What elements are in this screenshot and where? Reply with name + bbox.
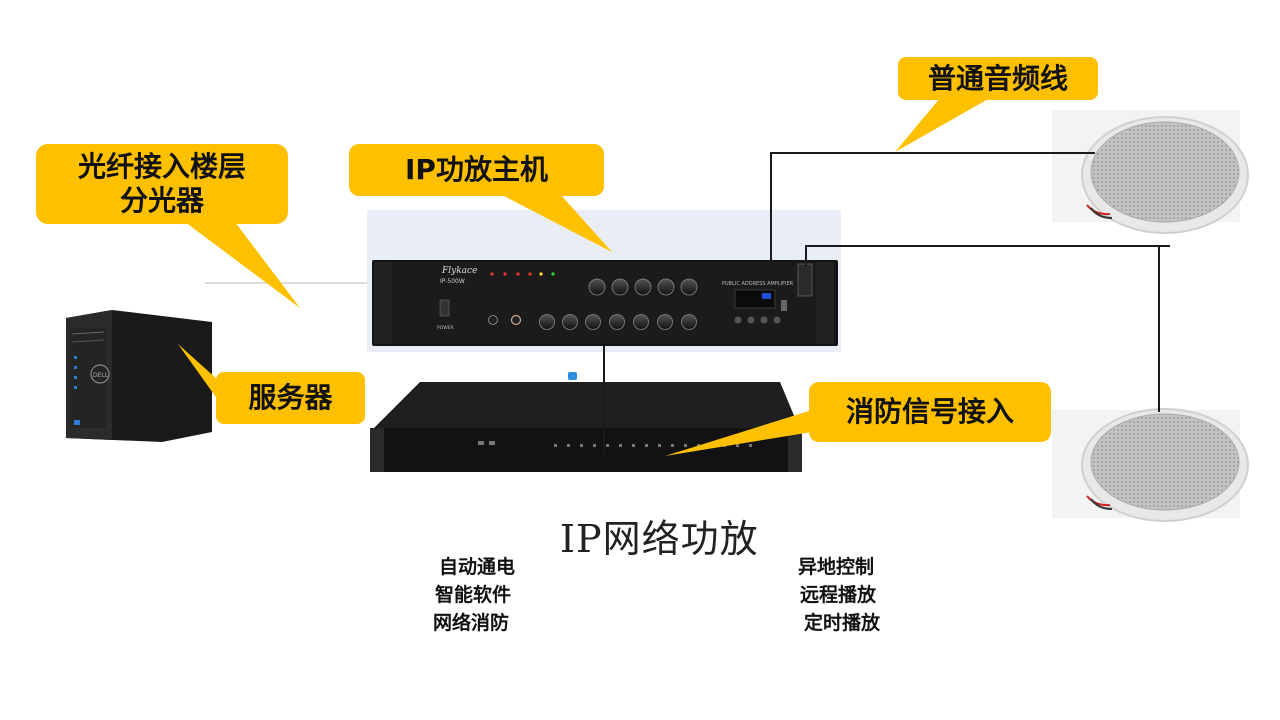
feature-item: 网络消防	[433, 612, 510, 634]
callout-amp-tail	[500, 194, 612, 252]
network-indicator-icon	[568, 372, 577, 380]
media-buttons-icon	[734, 316, 781, 324]
callout-server-label: 服务器	[248, 381, 333, 414]
led-indicators-icon	[490, 272, 555, 276]
amplifier-host-device: Flykace IP-500W PUBLIC ADDRESS AMPLIFIER…	[367, 210, 841, 352]
network-module-device	[370, 372, 802, 472]
callout-audio-cable-tail	[895, 98, 990, 152]
callout-fiber-label-line1: 光纤接入楼层	[77, 150, 246, 183]
amp-panel-label: PUBLIC ADDRESS AMPLIFIER	[722, 281, 794, 287]
mic-jack-icon	[510, 314, 522, 326]
display-indicator-icon	[762, 293, 771, 299]
amp-model-label: IP-500W	[440, 278, 465, 285]
callout-fiber-label-line2: 分光器	[119, 184, 204, 217]
network-box-front	[370, 428, 802, 472]
power-switch-icon	[439, 299, 450, 317]
callout-fiber-box	[36, 144, 288, 224]
callout-server-tail	[178, 344, 218, 400]
features-left: 自动通电 智能软件 网络消防	[433, 553, 515, 637]
feature-item: 自动通电	[439, 556, 516, 578]
callout-fiber-tail	[185, 222, 300, 308]
callout-audio-cable-label: 普通音频线	[927, 62, 1068, 95]
audio-cable-long	[805, 245, 1170, 266]
callout-fire-tail	[665, 410, 812, 456]
callout-shapes	[36, 57, 1098, 456]
callout-audio-cable-box	[898, 57, 1098, 100]
server-logo-icon	[90, 364, 110, 384]
features-right: 异地控制 远程播放 定时播放	[798, 553, 880, 637]
usb-port-icon	[781, 300, 787, 311]
callout-fire-label: 消防信号接入	[845, 395, 1014, 428]
diagram-title: IP网络功放	[560, 517, 759, 561]
amp-brand-label: Flykace	[441, 266, 477, 276]
callout-amp-box	[349, 144, 604, 196]
input-module-icon	[797, 263, 813, 297]
volume-knobs-icon	[588, 278, 698, 296]
audio-cable-top	[770, 152, 1095, 262]
network-box-top	[372, 382, 800, 430]
tone-knobs-icon	[539, 314, 697, 330]
callout-server-box	[216, 372, 365, 424]
ceiling-speaker-top	[1052, 110, 1249, 234]
server-brand-label: DELL	[93, 372, 109, 379]
server-device: DELL	[66, 310, 212, 442]
feature-item: 异地控制	[798, 556, 875, 578]
feature-item: 定时播放	[804, 612, 881, 634]
callout-amp-label: IP功放主机	[405, 153, 548, 186]
server-leds-icon	[74, 356, 77, 389]
power-label: POWER	[437, 325, 454, 331]
ceiling-speaker-bottom	[1052, 408, 1249, 522]
mic-jack-icon	[488, 315, 498, 325]
feature-item: 智能软件	[435, 584, 512, 606]
audio-cables	[603, 152, 1170, 455]
feature-item: 远程播放	[800, 584, 877, 606]
callout-fire-box	[809, 382, 1051, 442]
